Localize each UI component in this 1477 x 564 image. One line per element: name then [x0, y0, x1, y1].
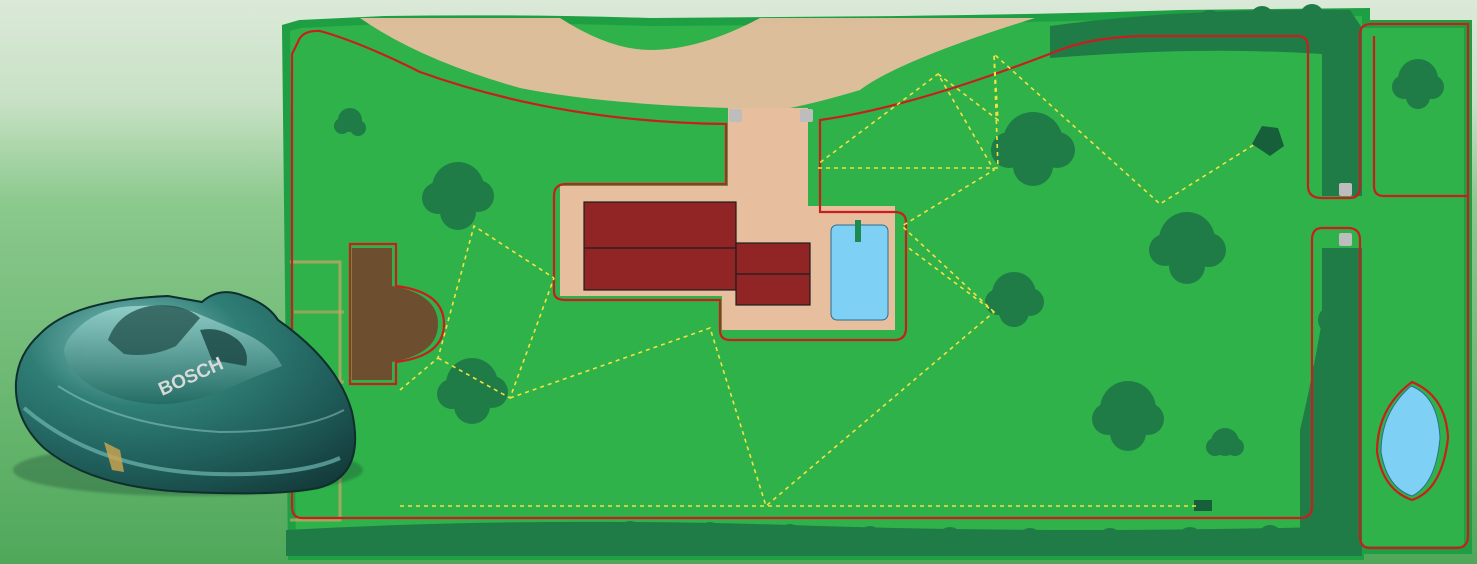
tree — [1392, 59, 1444, 109]
tree — [985, 272, 1044, 327]
robot-mower: BOSCH — [13, 291, 363, 496]
tree — [437, 358, 508, 424]
house — [583, 201, 811, 306]
pond — [1380, 385, 1441, 497]
boundary-wire — [290, 22, 1470, 550]
trees — [334, 59, 1444, 456]
tree — [1206, 428, 1244, 456]
tree — [1092, 381, 1164, 451]
tree — [334, 108, 366, 136]
tree — [1149, 212, 1226, 284]
tree — [422, 162, 494, 230]
pool — [830, 220, 889, 321]
tree — [991, 112, 1075, 186]
guide-wires — [399, 52, 1256, 508]
dock-and-posts — [729, 109, 1352, 511]
hedges — [286, 4, 1362, 556]
